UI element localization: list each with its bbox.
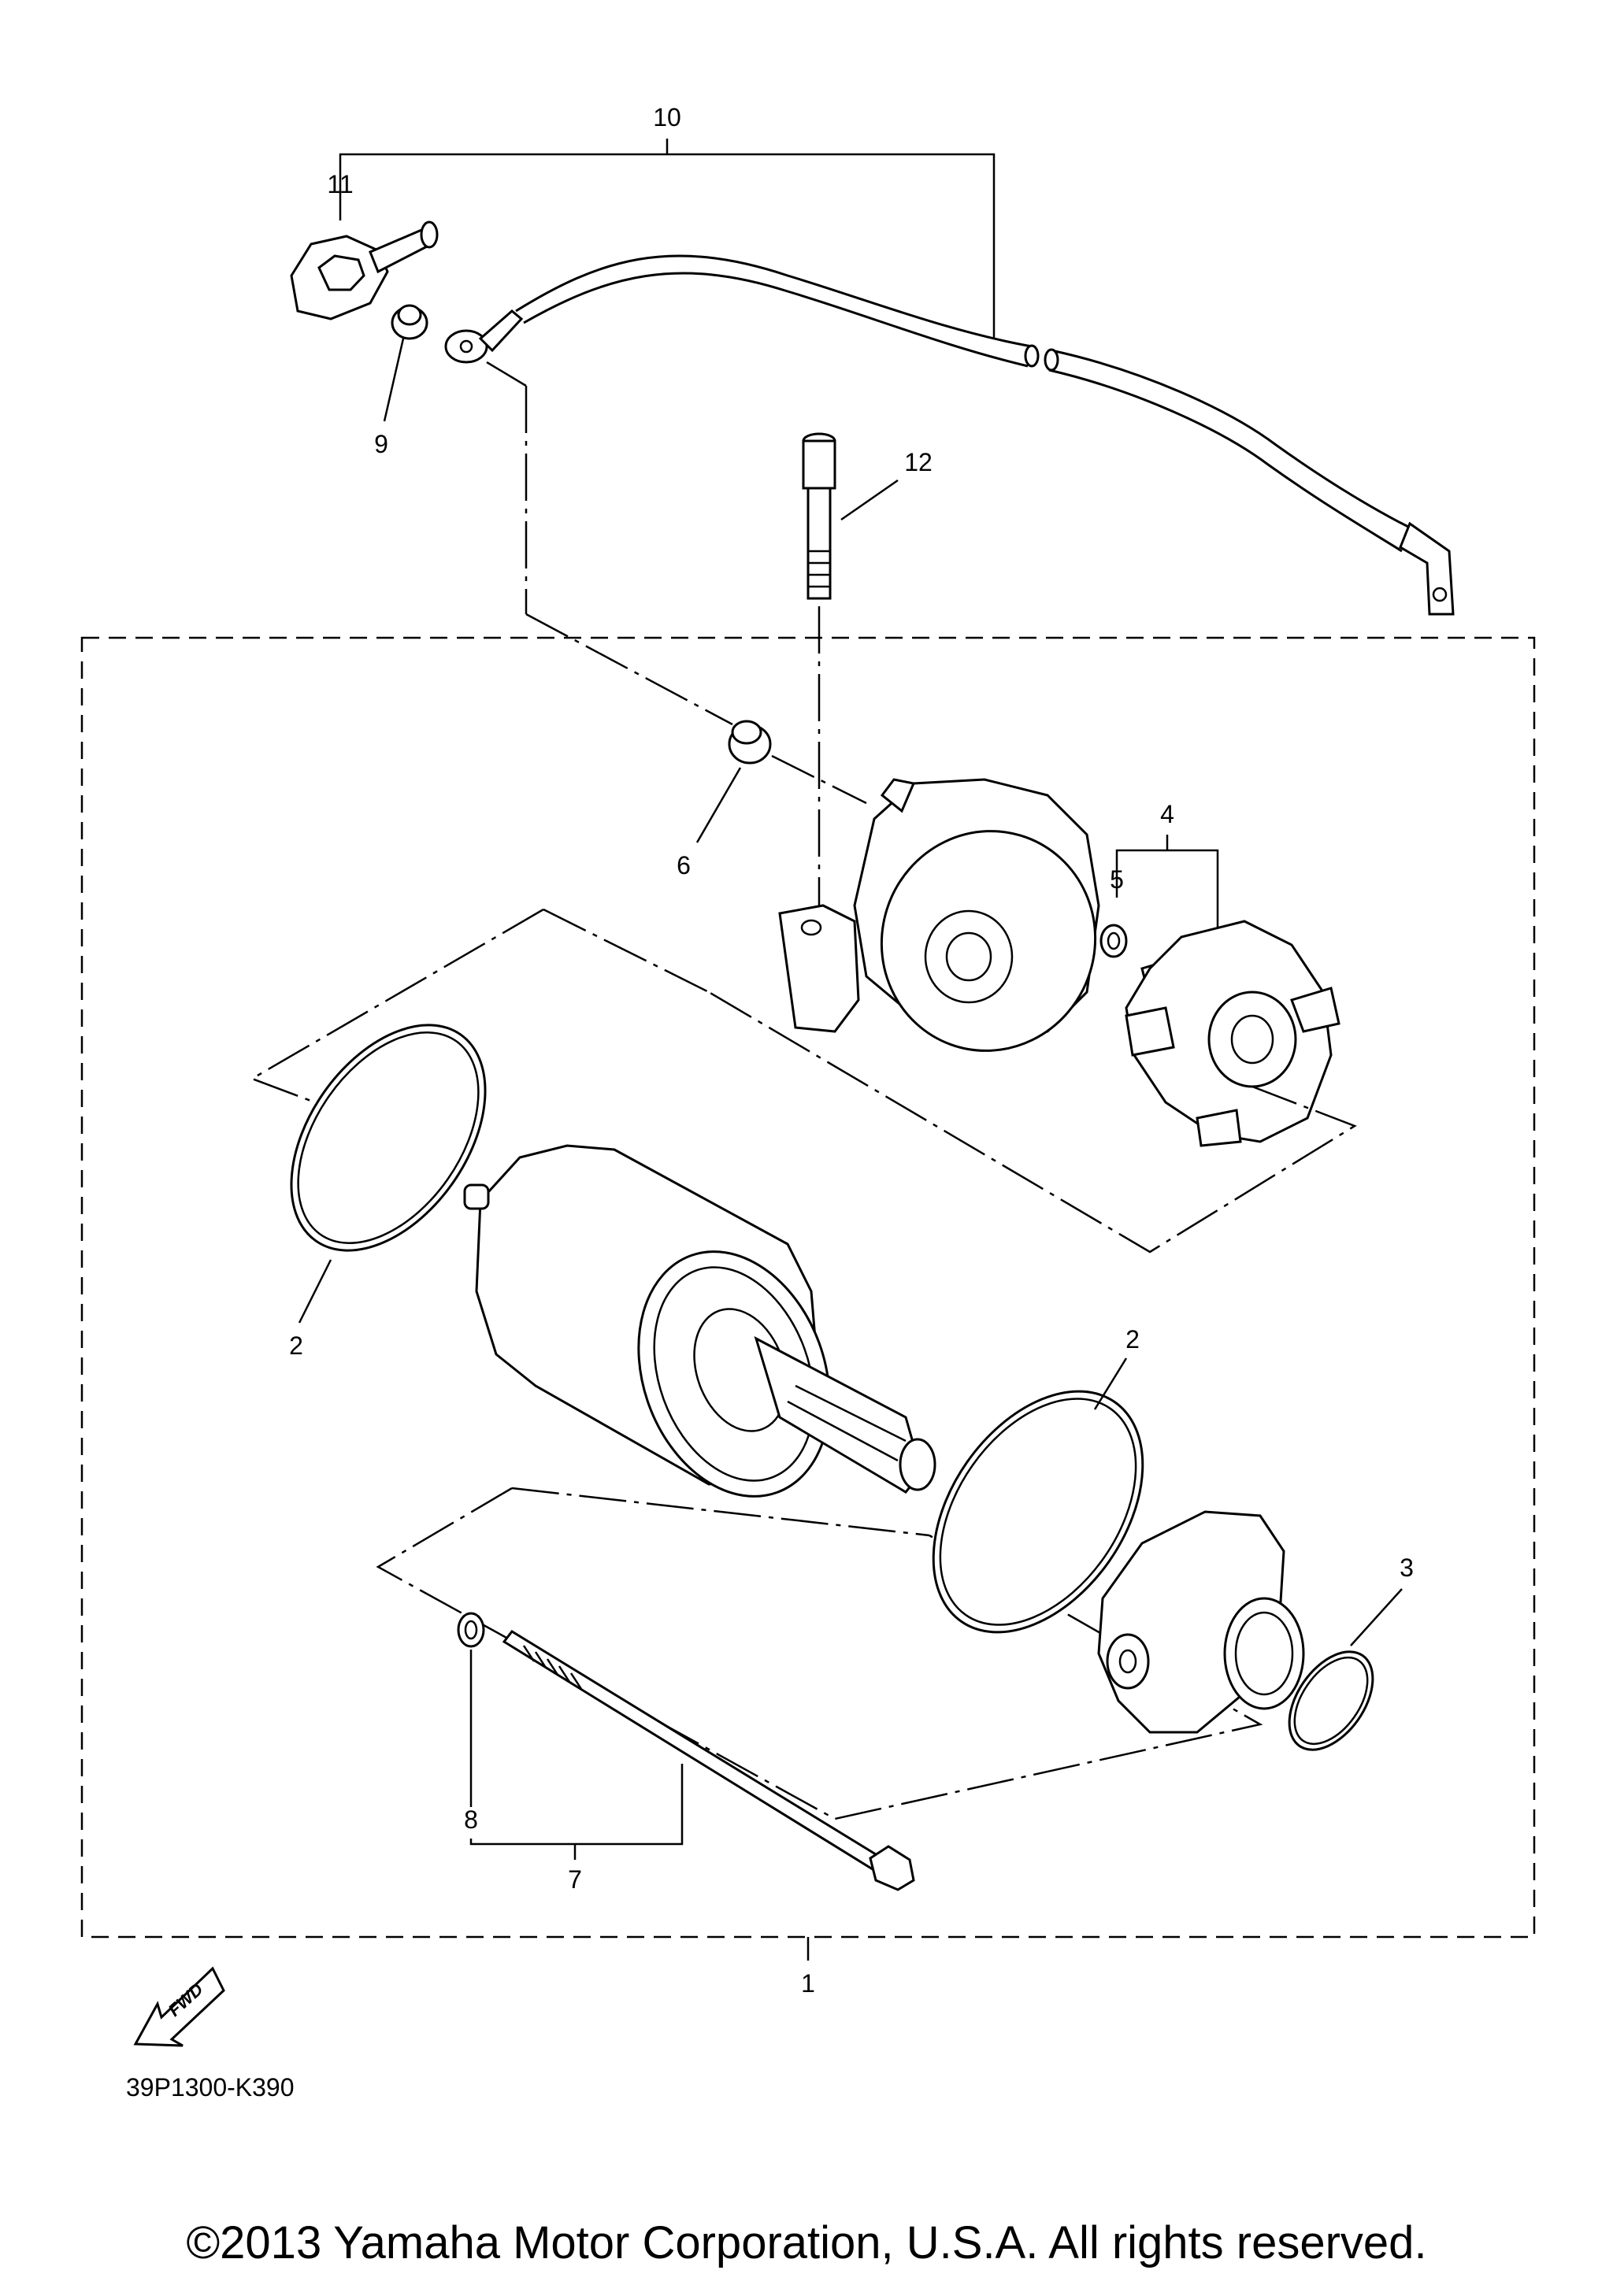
callout-11: 11 bbox=[327, 170, 353, 198]
callout-9: 9 bbox=[374, 430, 388, 458]
o-ring-part-2-left: 2 bbox=[289, 1024, 487, 1360]
nut-part-9: 9 bbox=[374, 304, 428, 458]
o-ring-part-3: 3 bbox=[1288, 1554, 1414, 1751]
washer-part-5 bbox=[1099, 924, 1128, 958]
callout-1: 1 bbox=[801, 1969, 815, 1998]
callout-10: 10 bbox=[653, 103, 681, 131]
long-bolt-part-7 bbox=[502, 1630, 915, 1891]
callout-4-bracket: 4 5 bbox=[1110, 800, 1219, 945]
callout-10-bracket: 10 bbox=[339, 103, 996, 339]
brush-set-part-4 bbox=[708, 920, 1357, 1254]
motor-yoke bbox=[463, 1144, 936, 1498]
o-ring-part-8 bbox=[457, 1612, 485, 1648]
starter-lead-part-10 bbox=[444, 254, 1455, 726]
fwd-arrow-icon: FWD bbox=[133, 1966, 225, 2047]
callout-11-group: 11 bbox=[327, 170, 353, 198]
callout-7: 7 bbox=[568, 1865, 582, 1894]
assembly-outline bbox=[80, 636, 1536, 1939]
callout-3: 3 bbox=[1400, 1554, 1414, 1582]
copyright-notice: ©2013 Yamaha Motor Corporation, U.S.A. A… bbox=[186, 2217, 1427, 2268]
nut-part-6: 6 bbox=[677, 720, 867, 880]
bolt-part-12: 12 bbox=[802, 432, 933, 929]
callout-8: 8 bbox=[464, 1805, 478, 1834]
callout-2-left: 2 bbox=[289, 1331, 303, 1360]
callout-5: 5 bbox=[1110, 865, 1124, 894]
callout-2-right: 2 bbox=[1125, 1325, 1140, 1354]
callout-12: 12 bbox=[904, 448, 933, 476]
callout-1-group: 1 bbox=[801, 1937, 815, 1998]
o-ring-part-2-right: 2 bbox=[932, 1325, 1144, 1634]
cap-part-11 bbox=[290, 220, 439, 320]
callout-7-bracket: 8 7 bbox=[464, 1650, 684, 1894]
rear-cover bbox=[778, 778, 1100, 1052]
callout-4: 4 bbox=[1160, 800, 1174, 828]
front-cover bbox=[1097, 1510, 1305, 1734]
callout-6: 6 bbox=[677, 851, 691, 880]
diagram-code: 39P1300-K390 bbox=[126, 2073, 295, 2102]
